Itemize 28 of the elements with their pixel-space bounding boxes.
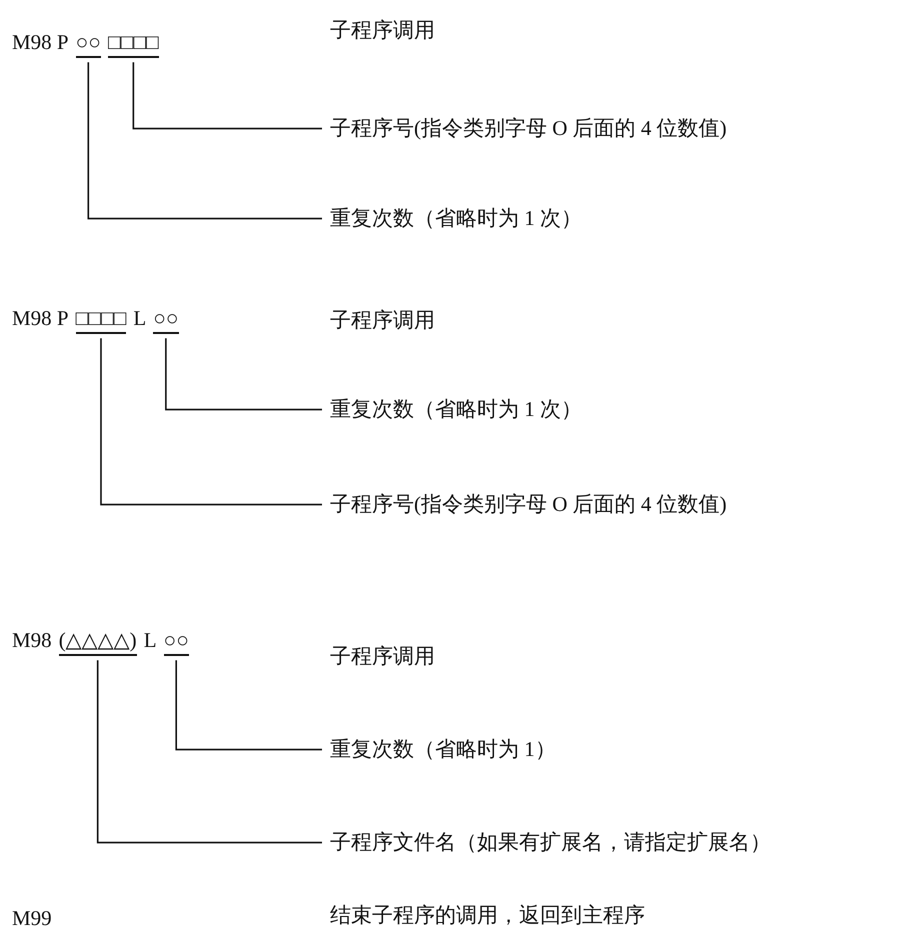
annotation-text: 子程序号(指令类别字母 O 后面的 4 位数值) <box>330 116 727 142</box>
code-text: M98 P <box>12 30 69 56</box>
code-text: L <box>144 628 157 654</box>
underlined-code: □□□□ <box>76 306 126 334</box>
annotation-text: 重复次数（省略时为 1 次） <box>330 206 582 232</box>
annotation-text: 重复次数（省略时为 1 次） <box>330 397 582 422</box>
code-text: L <box>133 306 146 332</box>
code-text: M99 <box>12 906 52 932</box>
leader-line <box>132 62 322 130</box>
annotation-text: 子程序号(指令类别字母 O 后面的 4 位数值) <box>330 492 727 518</box>
leader-line <box>88 62 322 220</box>
leader-line <box>175 660 322 750</box>
code-text: M98 P <box>12 306 69 332</box>
leader-line <box>100 338 322 506</box>
annotation-text: 子程序文件名（如果有扩展名，请指定扩展名） <box>330 830 771 856</box>
heading-text: 子程序调用 <box>330 644 435 670</box>
underlined-code: ○○ <box>153 306 179 334</box>
annotation-text: 结束子程序的调用，返回到主程序 <box>330 903 645 928</box>
leader-line <box>96 660 322 844</box>
underlined-code: □□□□ <box>108 30 159 58</box>
annotation-text: 重复次数（省略时为 1） <box>330 737 556 762</box>
leader-line <box>165 338 322 410</box>
underlined-code: (△△△△) <box>58 628 137 656</box>
underlined-code: ○○ <box>76 30 101 58</box>
heading-text: 子程序调用 <box>330 308 435 334</box>
heading-text: 子程序调用 <box>330 18 435 44</box>
code-text: M98 <box>12 628 52 654</box>
underlined-code: ○○ <box>164 628 189 656</box>
